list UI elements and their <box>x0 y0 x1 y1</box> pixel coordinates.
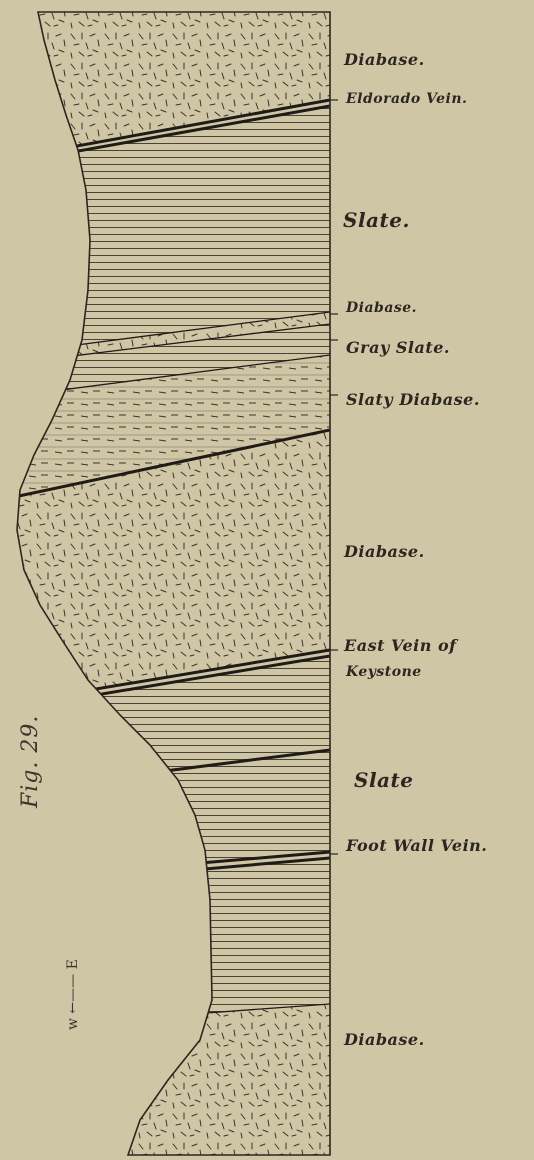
label-diabase-bottom: Diabase. <box>344 1030 425 1049</box>
compass-indicator: w ←—— E <box>65 959 81 1030</box>
layer-slate-upper <box>0 106 330 355</box>
label-gray-slate: Gray Slate. <box>346 338 450 357</box>
compass-west: w <box>65 1018 81 1030</box>
compass-east: E <box>65 959 81 969</box>
label-eldorado-vein: Eldorado Vein. <box>346 91 467 107</box>
layer-diabase-bottom <box>0 1004 330 1160</box>
figure-number-label: Fig. 29. <box>18 715 43 808</box>
label-slaty-diabase: Slaty Diabase. <box>346 390 480 409</box>
label-diabase-thin: Diabase. <box>346 300 417 316</box>
layer-slate-lower <box>0 656 330 880</box>
label-slate-lower: Slate <box>354 768 413 792</box>
label-foot-wall-vein: Foot Wall Vein. <box>346 836 487 855</box>
label-slate-upper: Slate. <box>343 208 410 232</box>
label-east-vein: East Vein of <box>344 636 457 655</box>
compass-arrow-icon: ←—— <box>65 969 81 1013</box>
label-diabase-top: Diabase. <box>344 50 425 69</box>
layer-slate-lower-2 <box>0 858 330 1028</box>
label-east-vein-keystone: Keystone <box>346 664 422 680</box>
label-diabase-mid: Diabase. <box>344 542 425 561</box>
